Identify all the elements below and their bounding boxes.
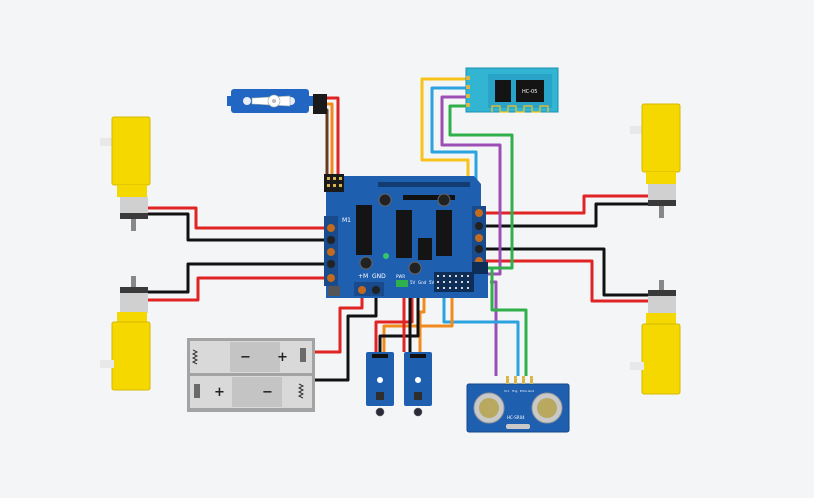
bluetooth-label: HC-05 [522, 89, 537, 95]
antenna-trace [491, 105, 549, 113]
driver-chip-3 [436, 210, 452, 256]
power-plus-label: +M [358, 273, 368, 280]
wire-lm1-black [148, 212, 330, 242]
capacitor-4 [408, 261, 422, 275]
us-model-label: HC-SR04 [507, 415, 525, 420]
left-screw-terminal[interactable] [324, 216, 338, 286]
us-pin-echo: Echo [520, 389, 527, 393]
power-screw-terminal[interactable] [354, 282, 384, 296]
power-led [383, 253, 389, 259]
wire-lm1-red [148, 206, 330, 230]
wire-rm1-red [480, 194, 650, 215]
pin-label-5v-2: 5V [429, 280, 435, 285]
right-screw-terminal[interactable] [472, 206, 486, 268]
capacitor-1 [378, 193, 392, 207]
wire-bat-black [310, 292, 378, 382]
wire-lm2-black [148, 262, 330, 294]
wires [148, 77, 650, 382]
wire-ir-black-1 [378, 286, 420, 352]
battery-plus-icon: + [277, 350, 288, 365]
battery-plus-icon: + [214, 385, 225, 400]
power-indicator-label: PWR [396, 274, 405, 279]
driver-chip-1 [356, 205, 372, 255]
bluetooth-module[interactable]: HC-05 [465, 67, 559, 113]
power-jumper[interactable] [396, 280, 408, 287]
power-gnd-label: GND [372, 273, 386, 280]
pin-label-5v-1: 5V [410, 280, 416, 285]
servo-motor[interactable] [227, 89, 327, 114]
shift-register-chip [418, 238, 432, 260]
us-pin-gnd: Gnd [528, 389, 534, 393]
wire-servo-red [325, 96, 340, 180]
left-motor-bottom[interactable] [100, 276, 151, 391]
battery-minus-icon: − [262, 385, 273, 400]
capacitor-3 [359, 256, 373, 270]
wire-rm1-black [480, 202, 650, 228]
wire-bt-yellow [420, 77, 470, 182]
wire-ir-red-1 [374, 286, 414, 352]
wire-lm2-red [148, 276, 330, 302]
ir-sensor-right[interactable] [404, 352, 432, 417]
wire-bt-blue [430, 86, 478, 182]
capacitor-2 [437, 193, 451, 207]
spring-icon [191, 349, 199, 365]
wire-bat-red [298, 292, 364, 354]
battery-minus-icon: − [240, 350, 251, 365]
right-motor-top[interactable] [630, 103, 681, 218]
wire-bt-purple [440, 95, 502, 276]
battery-holder[interactable]: + − + − [187, 338, 315, 412]
wire-ir-orange-1 [418, 288, 436, 352]
wire-rm2-black [480, 247, 650, 297]
reset-button[interactable] [328, 286, 340, 296]
wire-rm2-red [480, 259, 650, 303]
spring-icon [297, 383, 305, 399]
motor-port-label: M1 [342, 217, 351, 224]
wire-us-blue [442, 288, 520, 376]
ir-sensor-left[interactable] [366, 352, 394, 417]
us-pin-trig: Trig [511, 389, 517, 393]
wire-servo-brown [325, 108, 329, 180]
wire-servo-orange [325, 102, 334, 180]
left-motor-top[interactable] [100, 116, 151, 231]
us-pin-vcc: Vcc [504, 389, 510, 393]
ultrasonic-sensor[interactable]: Vcc Trig Echo Gnd HC-SR04 [466, 376, 570, 433]
right-motor-bottom[interactable] [630, 280, 681, 395]
driver-chip-2 [396, 210, 412, 258]
pin-label-gnd: Gnd [418, 280, 427, 285]
wire-bt-green [448, 104, 514, 270]
motor-driver-shield[interactable]: M1 +M GND PWR 5V Gnd 5 [324, 174, 488, 298]
